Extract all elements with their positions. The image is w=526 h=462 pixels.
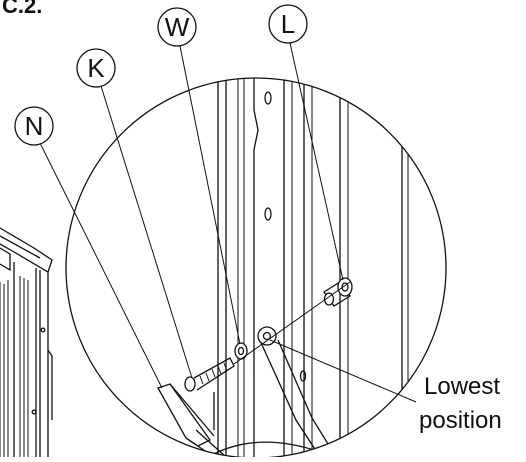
- magnified-detail: [157, 78, 409, 458]
- lowest-position-leader: [269, 339, 417, 403]
- callout-n-letter: N: [25, 111, 44, 141]
- callout-k: K: [76, 48, 193, 379]
- callout-l: L: [268, 4, 344, 281]
- annotation-line-1: Lowest: [424, 373, 500, 400]
- callout-w-letter: W: [165, 12, 190, 42]
- callout-k-letter: K: [87, 53, 105, 83]
- callout-l-letter: L: [281, 9, 295, 39]
- callout-n: N: [14, 106, 163, 389]
- step-label: C.2.: [2, 0, 42, 18]
- annotation-line-2: position: [419, 407, 502, 434]
- magnifier-circle: [65, 77, 447, 459]
- frame-section: [0, 227, 53, 457]
- bolt-k: [184, 357, 235, 392]
- callout-w: W: [157, 7, 241, 345]
